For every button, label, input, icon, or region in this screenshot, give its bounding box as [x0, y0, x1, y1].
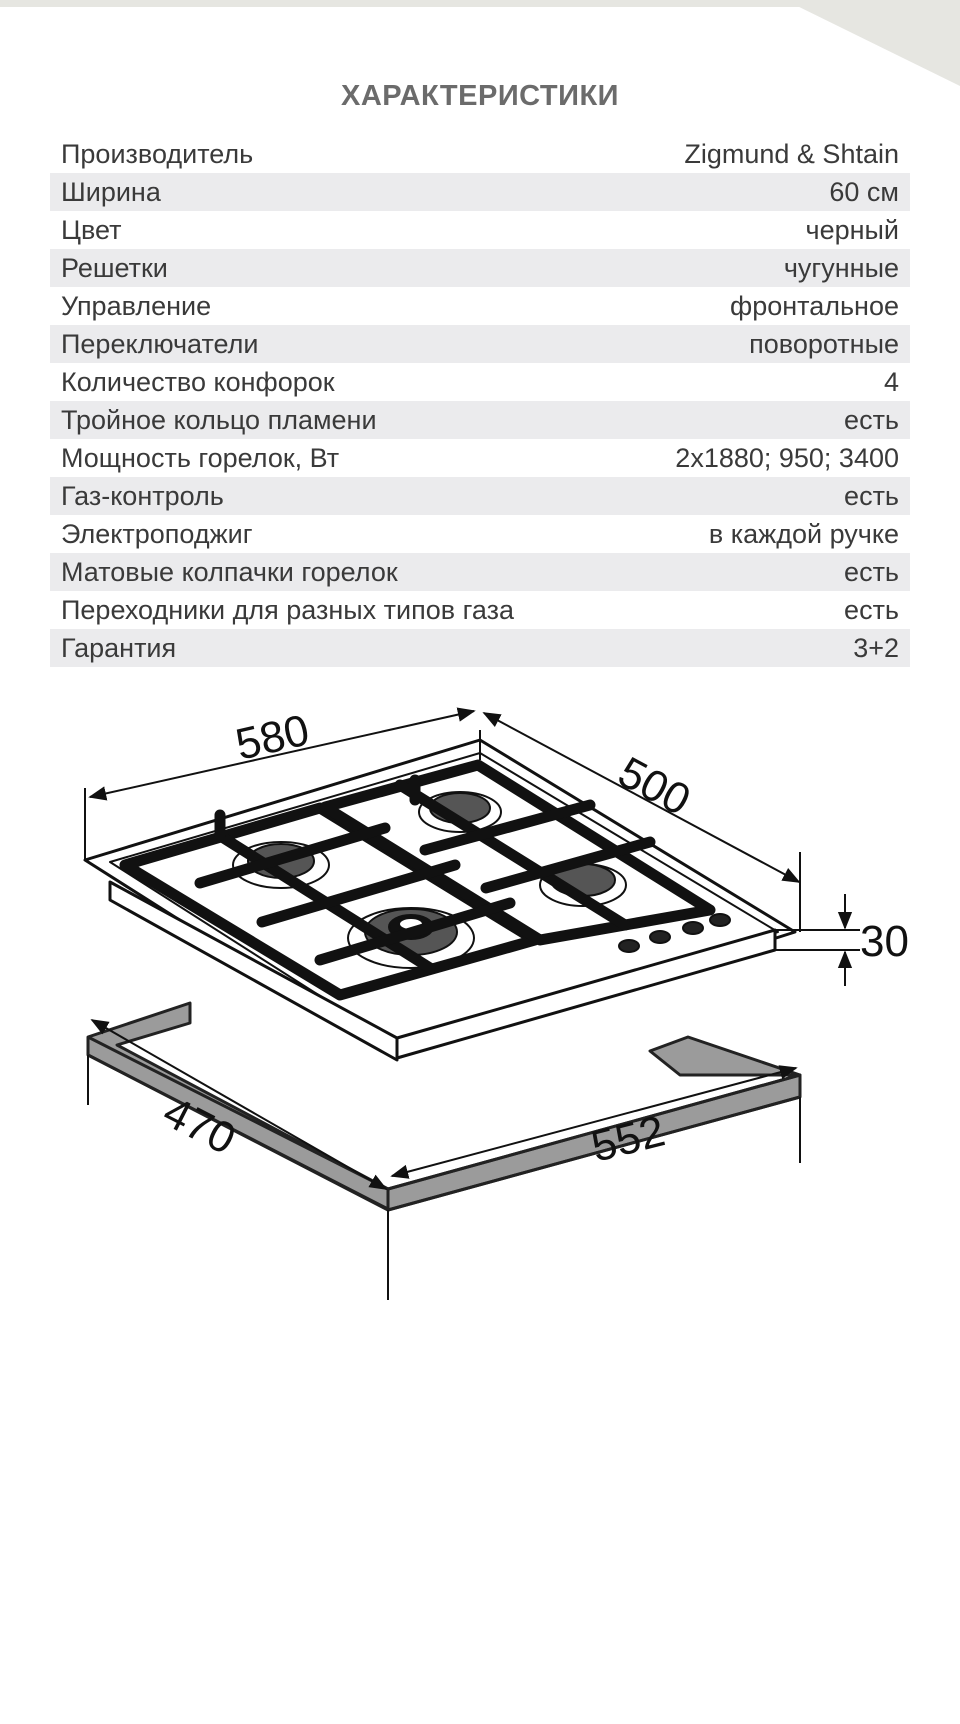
spec-value: есть: [844, 480, 899, 511]
dimension-label-cutout-width: 552: [587, 1106, 670, 1171]
spec-row: Производитель Zigmund & Shtain: [50, 135, 910, 173]
specs-table: Производитель Zigmund & Shtain Ширина 60 с…: [50, 135, 910, 667]
corner-decoration: [785, 0, 960, 86]
spec-value: фронтальное: [729, 290, 899, 321]
spec-label: Газ-контроль: [61, 480, 224, 511]
knob: [649, 930, 671, 944]
spec-label: Тройное кольцо пламени: [61, 404, 377, 435]
spec-row: Переходники для разных типов газа есть: [50, 591, 910, 629]
spec-row: Переключатели поворотные: [50, 325, 910, 363]
spec-row: Цвет черный: [50, 211, 910, 249]
spec-label: Решетки: [61, 252, 168, 283]
page-title: ХАРАКТЕРИСТИКИ: [340, 80, 619, 112]
control-knobs: [618, 913, 731, 953]
spec-label: Гарантия: [61, 632, 177, 663]
spec-value: 3+2: [853, 632, 899, 663]
spec-row: Мощность горелок, Вт 2x1880; 950; 3400: [50, 439, 910, 477]
spec-value: в каждой ручке: [708, 518, 899, 549]
spec-row: Решетки чугунные: [50, 249, 910, 287]
spec-value: 60 см: [829, 176, 899, 207]
spec-label: Управление: [61, 290, 212, 321]
spec-label: Электроподжиг: [61, 518, 253, 549]
knob: [682, 921, 704, 935]
spec-value: Zigmund & Shtain: [684, 138, 899, 169]
spec-row: Гарантия 3+2: [50, 629, 910, 667]
dimension-label-depth: 500: [610, 748, 698, 826]
spec-value: есть: [844, 594, 899, 625]
spec-label: Производитель: [61, 138, 254, 169]
hob-dimension-drawing: 580 500 30 470 552: [83, 705, 909, 1300]
spec-value: чугунные: [783, 252, 899, 283]
spec-value: поворотные: [749, 328, 899, 359]
spec-row: Управление фронтальное: [50, 287, 910, 325]
dimension-lines: [84, 707, 860, 1300]
spec-row: Ширина 60 см: [50, 173, 910, 211]
spec-row: Матовые колпачки горелок есть: [50, 553, 910, 591]
spec-value: 4: [883, 366, 899, 397]
spec-label: Цвет: [61, 214, 122, 245]
spec-label: Переключатели: [61, 328, 259, 359]
spec-value: есть: [844, 404, 899, 435]
spec-row: Газ-контроль есть: [50, 477, 910, 515]
spec-row: Тройное кольцо пламени есть: [50, 401, 910, 439]
spec-label: Матовые колпачки горелок: [61, 556, 398, 587]
spec-row: Количество конфорок 4: [50, 363, 910, 401]
spec-value: 2x1880; 950; 3400: [675, 442, 899, 473]
dimension-label-width: 580: [231, 705, 314, 769]
spec-value: черный: [805, 214, 900, 245]
spec-label: Количество конфорок: [61, 366, 335, 397]
knob: [618, 939, 640, 953]
knob: [709, 913, 731, 927]
spec-label: Ширина: [61, 176, 161, 207]
spec-row: Электроподжиг в каждой ручке: [50, 515, 910, 553]
dimension-label-height: 30: [860, 917, 909, 966]
spec-label: Мощность горелок, Вт: [61, 442, 340, 473]
spec-value: есть: [844, 556, 899, 587]
top-decor-strip: [0, 0, 960, 7]
spec-label: Переходники для разных типов газа: [61, 594, 514, 625]
